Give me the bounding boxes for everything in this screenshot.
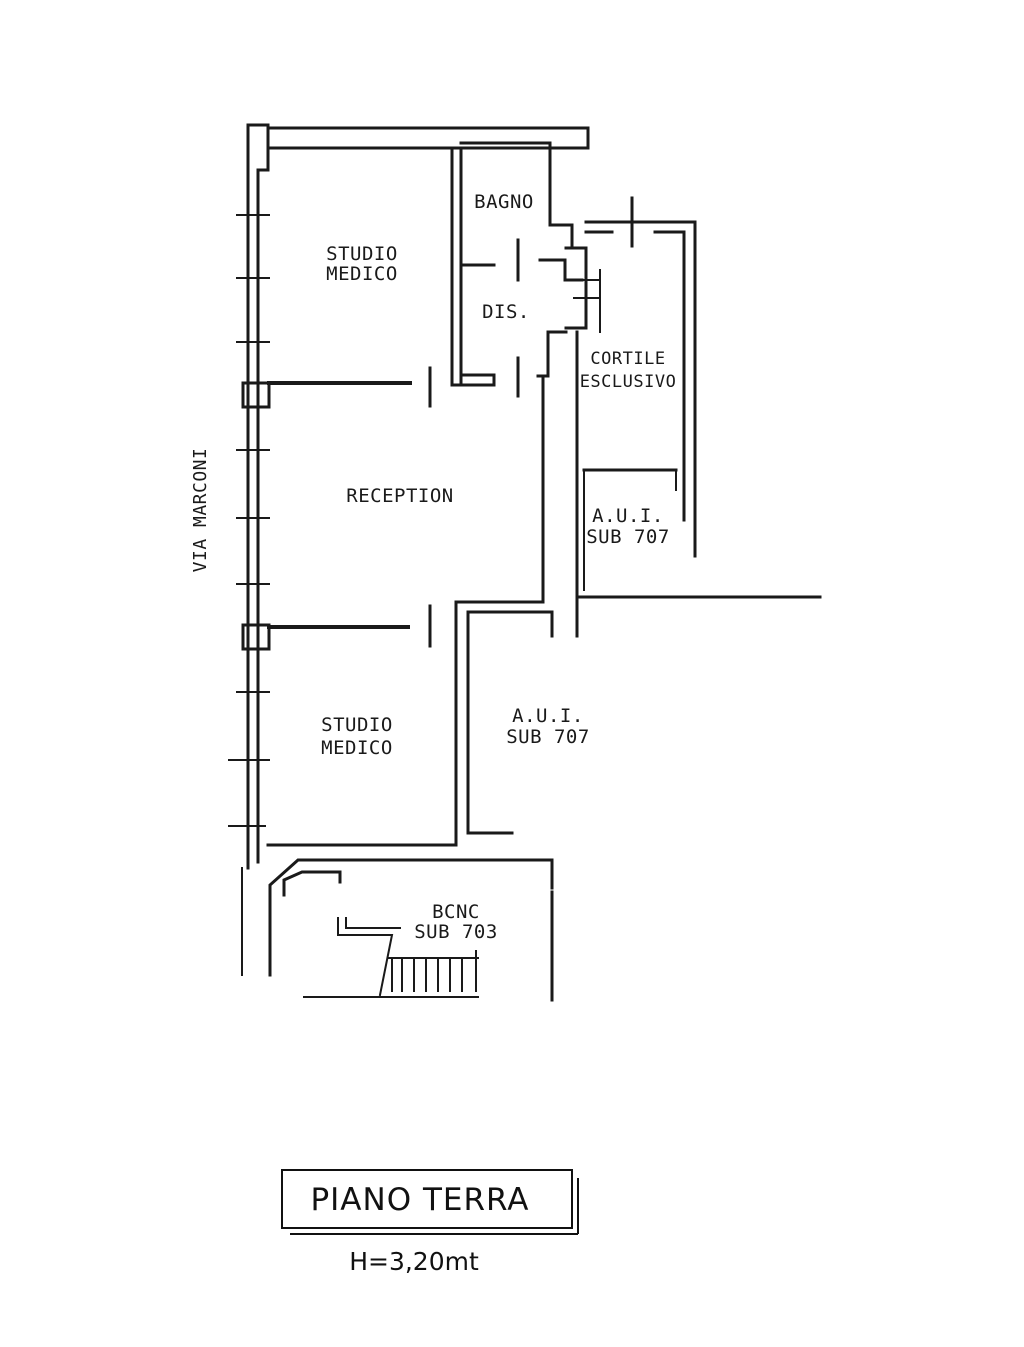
room-aui-small: A.U.I. SUB 707 [586, 505, 670, 548]
room-studio-bottom-line2: MEDICO [321, 737, 393, 759]
room-cortile-line1: CORTILE [590, 349, 665, 369]
room-aui-small-line1: A.U.I. [592, 505, 664, 527]
room-reception: RECEPTION [346, 485, 453, 507]
room-cortile: CORTILE ESCLUSIVO [580, 349, 677, 392]
interior-walls [266, 141, 822, 847]
room-bcnc: BCNC SUB 703 [414, 901, 498, 943]
floor-title: PIANO TERRA [310, 1182, 529, 1218]
room-aui-large-line1: A.U.I. [512, 705, 584, 727]
room-studio-top-line1: STUDIO [326, 243, 398, 265]
room-bcnc-line1: BCNC [432, 901, 480, 923]
room-bagno: BAGNO [474, 191, 534, 213]
facade-window-ticks [228, 214, 270, 827]
room-studio-top: STUDIO MEDICO [326, 243, 398, 285]
room-dis: DIS. [482, 301, 530, 323]
room-aui-small-line2: SUB 707 [586, 526, 670, 548]
room-aui-large: A.U.I. SUB 707 [506, 705, 590, 748]
floor-height: H=3,20mt [349, 1247, 479, 1276]
facade-wall [241, 123, 590, 976]
title-box: PIANO TERRA [281, 1169, 579, 1235]
room-studio-top-line2: MEDICO [326, 263, 398, 285]
room-cortile-line2: ESCLUSIVO [580, 372, 677, 392]
courtyard-walls [582, 196, 697, 558]
bcnc-walls [268, 858, 554, 1002]
room-studio-bottom: STUDIO MEDICO [321, 714, 393, 759]
stair-treads [387, 950, 479, 992]
room-aui-large-line2: SUB 707 [506, 726, 590, 748]
street-label: VIA MARCONI [190, 448, 211, 573]
room-bcnc-line2: SUB 703 [414, 921, 498, 943]
room-studio-bottom-line1: STUDIO [321, 714, 393, 736]
